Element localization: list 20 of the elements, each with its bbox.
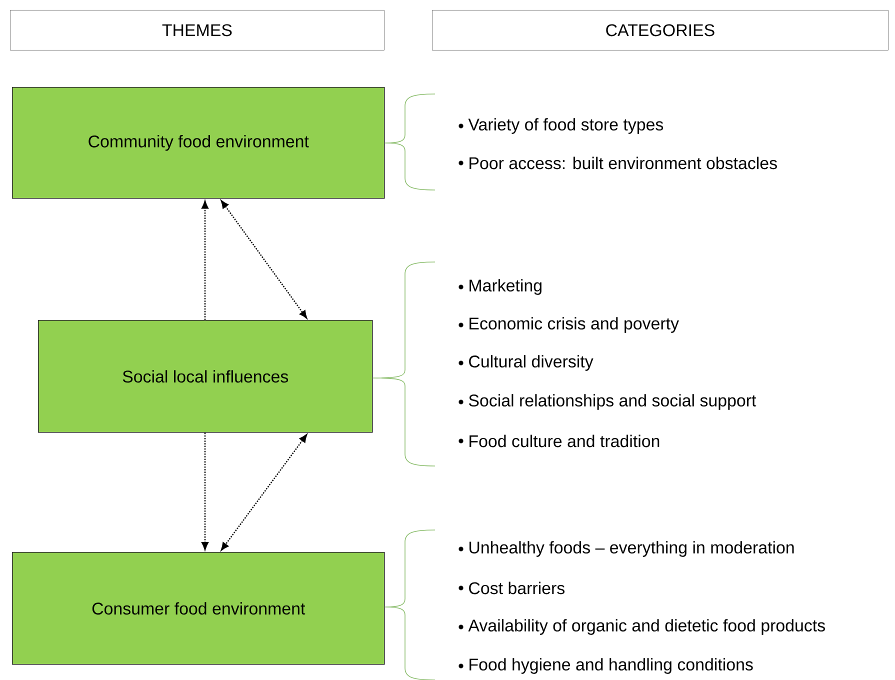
header-box: THEMES bbox=[10, 10, 384, 50]
theme-box: Consumer food environment bbox=[12, 552, 385, 665]
category-item: Food hygiene and handling conditions bbox=[470, 658, 753, 674]
category-item: Unhealthy foods – everything in moderation bbox=[470, 541, 794, 557]
theme-box: Community food environment bbox=[12, 87, 385, 199]
category-item: Social relationships and social support bbox=[468, 394, 756, 410]
category-item: Poor access: built environment obstacles bbox=[470, 156, 777, 170]
header-box: CATEGORIES bbox=[432, 10, 888, 50]
category-item: Cost barriers bbox=[469, 582, 564, 594]
category-item: Variety of food store types bbox=[468, 118, 664, 134]
arrow bbox=[220, 200, 308, 319]
arrow bbox=[220, 434, 308, 551]
category-item: Marketing bbox=[470, 279, 542, 295]
category-item: Cultural diversity bbox=[469, 355, 594, 371]
category-item: Food culture and tradition bbox=[470, 434, 660, 448]
category-item: Economic crisis and poverty bbox=[470, 317, 679, 333]
arrow bbox=[202, 432, 208, 550]
theme-box: Social local influences bbox=[38, 320, 373, 433]
category-item: Availability of organic and dietetic food products bbox=[468, 619, 825, 635]
arrow bbox=[202, 200, 208, 320]
